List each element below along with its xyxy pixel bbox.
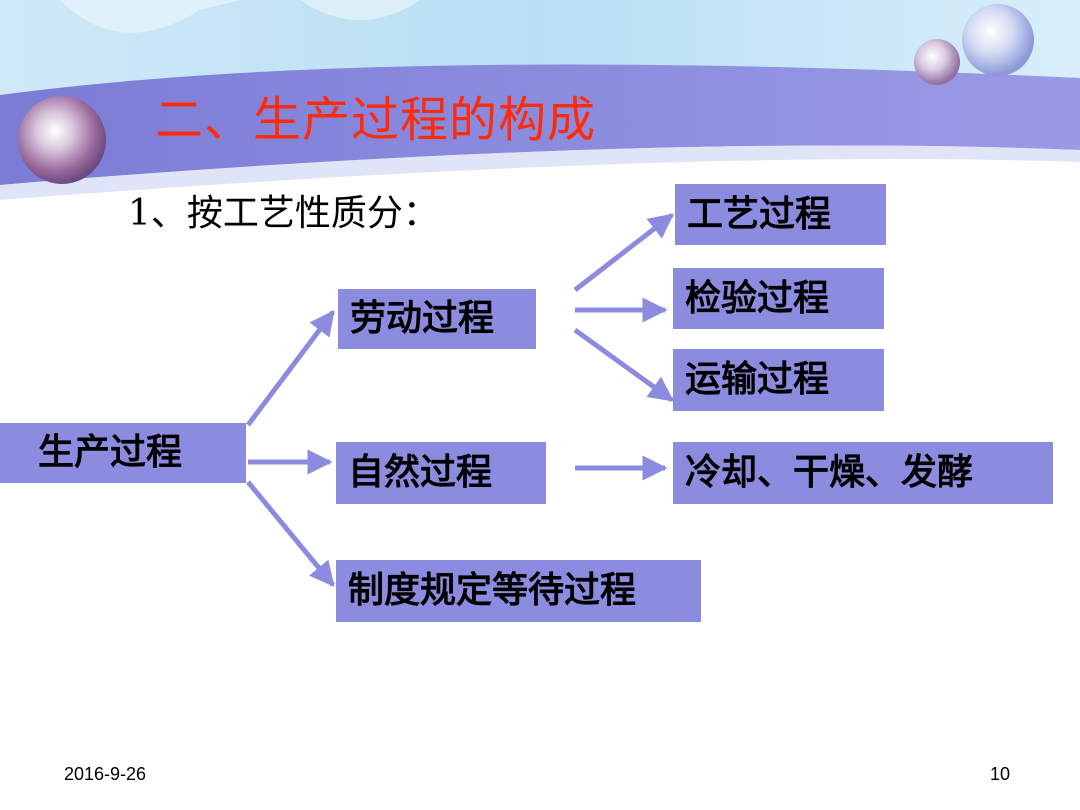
decorative-orb-right-icon: [962, 4, 1034, 76]
arrow-labor-to-transport: [573, 327, 675, 403]
decorative-orb-left-icon: [18, 96, 106, 184]
node-natural-process: 自然过程: [336, 442, 546, 504]
decorative-orb-small-icon: [914, 39, 960, 85]
slide-subtitle: 1、按工艺性质分：: [128, 193, 439, 234]
node-labor-process: 劳动过程: [338, 289, 536, 349]
footer-page-number: 10: [990, 764, 1011, 784]
arrow-root-to-waiting: [246, 480, 335, 587]
arrow-root-to-labor: [246, 310, 335, 427]
slide-title: 二、生产过程的构成: [155, 92, 597, 148]
node-transport-process: 运输过程: [673, 349, 884, 411]
node-cooling-drying-fermenting: 冷却、干燥、发酵: [673, 442, 1053, 504]
root-node-production-process: 生产过程: [0, 423, 246, 483]
node-inspection-process: 检验过程: [673, 268, 884, 329]
arrow-labor-to-craft: [573, 213, 674, 292]
node-craft-process: 工艺过程: [675, 184, 886, 245]
node-waiting-process: 制度规定等待过程: [336, 560, 701, 622]
footer-date: 2016-9-26: [64, 764, 147, 784]
